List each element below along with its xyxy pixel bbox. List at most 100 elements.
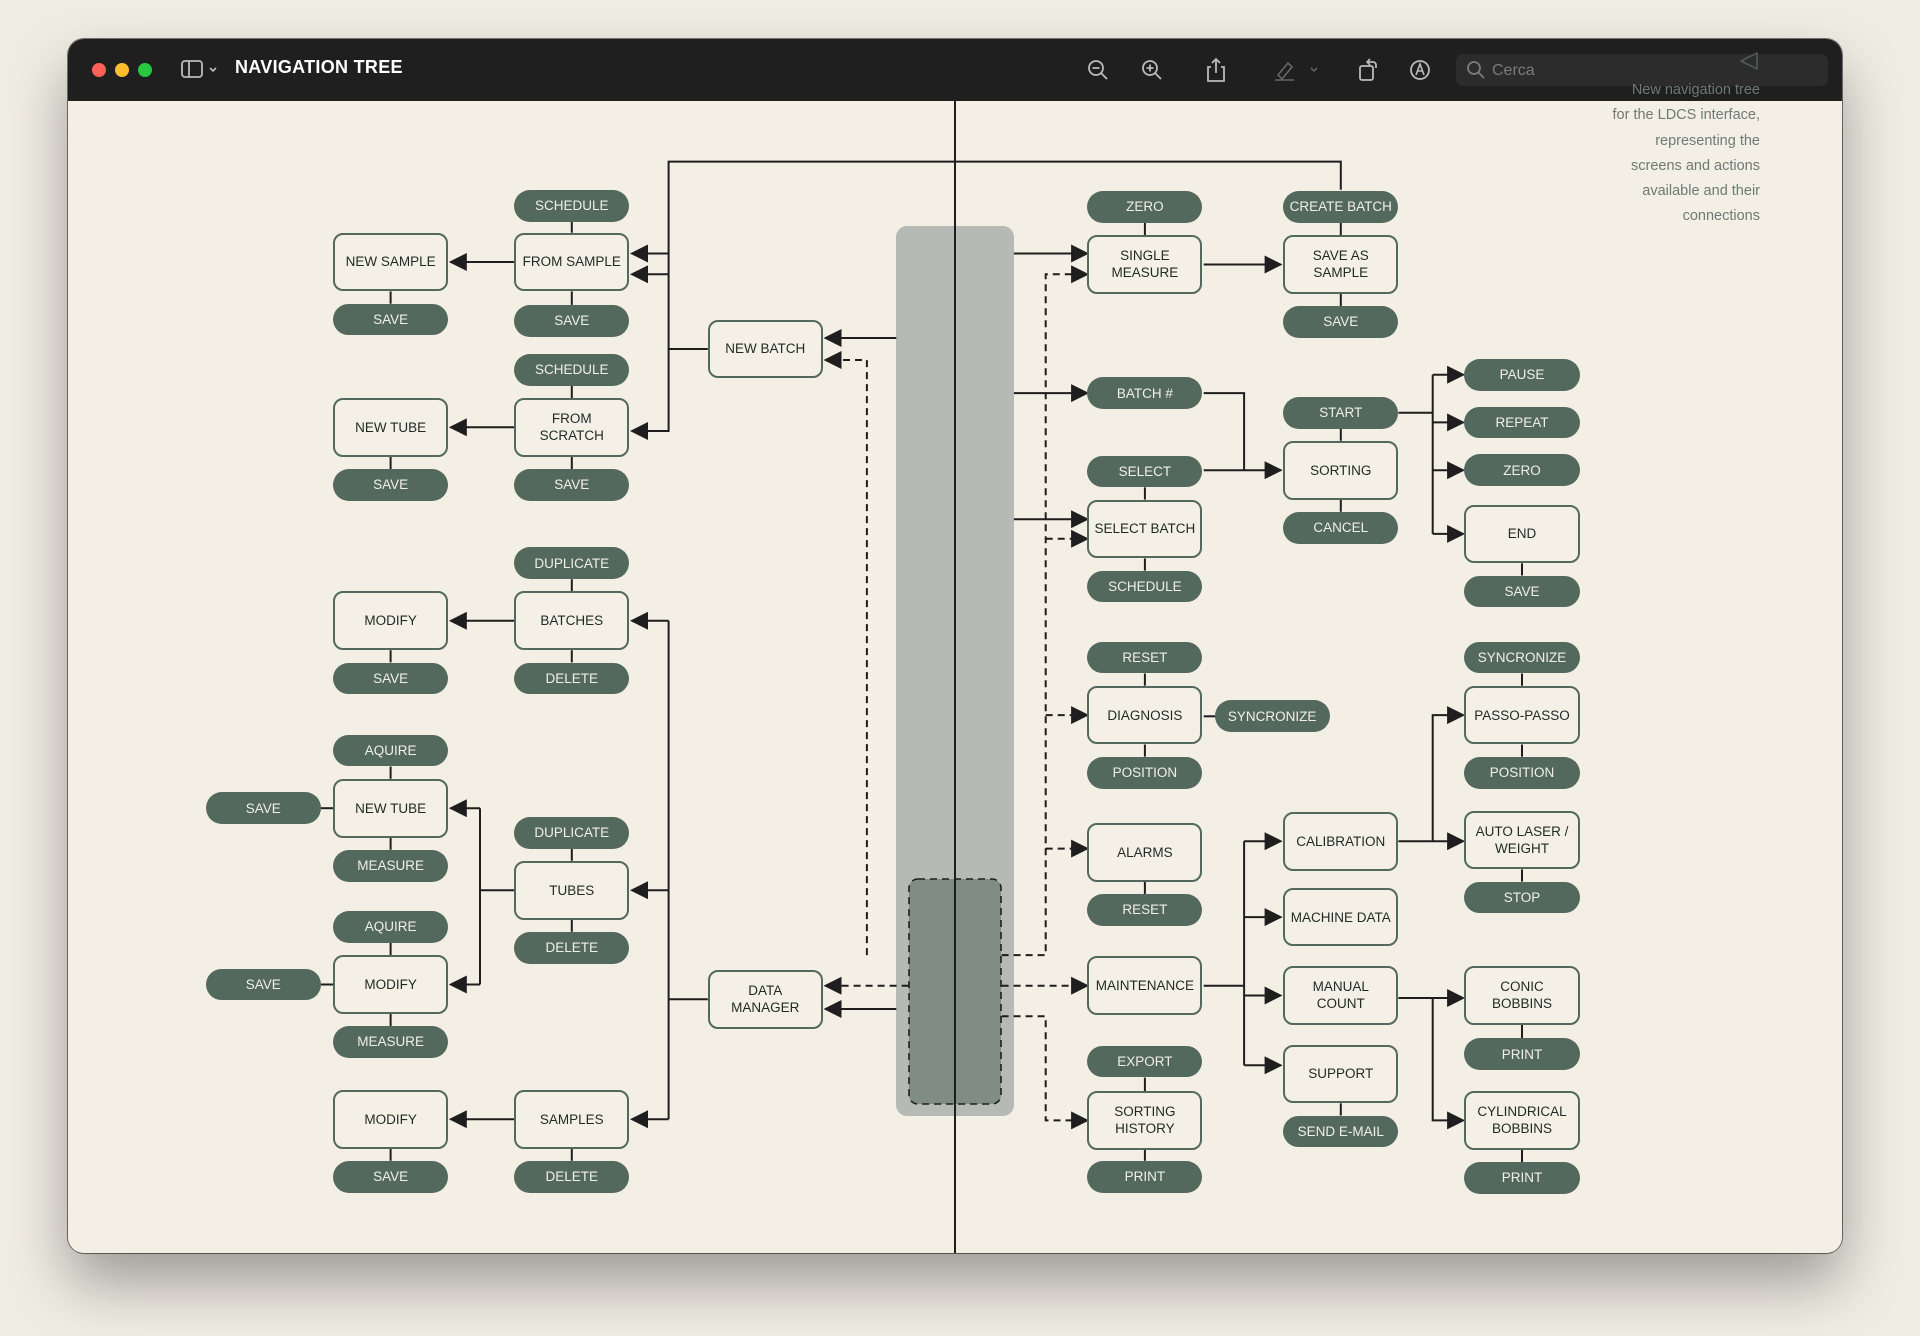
action-pill-send-email[interactable]: SEND E-MAIL xyxy=(1283,1115,1399,1148)
action-pill-delete-3[interactable]: DELETE xyxy=(514,1160,630,1193)
node-new-tube-2[interactable]: NEW TUBE xyxy=(333,778,449,838)
action-pill-delete-2[interactable]: DELETE xyxy=(514,931,630,964)
dashed-connector xyxy=(1001,1015,1090,1130)
action-pill-save-mod3[interactable]: SAVE xyxy=(333,1160,449,1193)
action-pill-delete-1[interactable]: DELETE xyxy=(514,662,630,695)
action-pill-print-1[interactable]: PRINT xyxy=(1087,1160,1203,1193)
app-window: NAVIGATION TREE xyxy=(68,39,1842,1253)
node-end[interactable]: END xyxy=(1464,504,1580,564)
node-machine-data[interactable]: MACHINE DATA xyxy=(1283,887,1399,947)
zoom-window-button[interactable] xyxy=(138,63,152,77)
action-pill-print-3[interactable]: PRINT xyxy=(1464,1162,1580,1194)
action-pill-measure-1[interactable]: MEASURE xyxy=(333,849,449,882)
action-pill-export[interactable]: EXPORT xyxy=(1087,1045,1203,1078)
action-pill-start[interactable]: START xyxy=(1283,396,1399,429)
action-pill-save-mod1[interactable]: SAVE xyxy=(333,662,449,695)
triangle-left-icon xyxy=(1740,52,1758,70)
zoom-in-button[interactable] xyxy=(1138,56,1166,84)
chevron-down-icon xyxy=(1310,67,1318,73)
node-auto-laser-weight[interactable]: AUTO LASER / WEIGHT xyxy=(1464,810,1580,870)
action-pill-aquire-2[interactable]: AQUIRE xyxy=(333,911,449,943)
action-pill-print-2[interactable]: PRINT xyxy=(1464,1038,1580,1071)
note-line: for the LDCS interface, xyxy=(1612,107,1761,124)
node-from-sample[interactable]: FROM SAMPLE xyxy=(514,232,630,292)
sidebar-toggle-button[interactable] xyxy=(180,56,224,84)
node-alarms[interactable]: ALARMS xyxy=(1087,822,1203,882)
sidebar-note: New navigation tree for the LDCS interfa… xyxy=(1560,78,1761,230)
action-pill-save-fscr[interactable]: SAVE xyxy=(514,469,630,501)
share-icon xyxy=(1207,57,1225,82)
node-modify-2[interactable]: MODIFY xyxy=(333,955,449,1014)
search-input[interactable] xyxy=(1490,54,1814,88)
node-manual-count[interactable]: MANUAL COUNT xyxy=(1283,966,1399,1025)
node-data-manager[interactable]: DATA MANAGER xyxy=(707,969,823,1029)
close-window-button[interactable] xyxy=(92,63,106,77)
node-sorting-history[interactable]: SORTING HISTORY xyxy=(1087,1091,1203,1150)
action-pill-schedule-2[interactable]: SCHEDULE xyxy=(514,353,630,386)
node-single-measure[interactable]: SINGLE MEASURE xyxy=(1087,235,1203,294)
note-line: connections xyxy=(1682,208,1760,225)
node-modify-3[interactable]: MODIFY xyxy=(333,1089,449,1149)
action-pill-schedule-1[interactable]: SCHEDULE xyxy=(514,189,630,222)
action-pill-measure-2[interactable]: MEASURE xyxy=(333,1026,449,1058)
action-pill-save-end[interactable]: SAVE xyxy=(1464,575,1580,608)
zoom-out-button[interactable] xyxy=(1084,56,1112,84)
node-select-batch[interactable]: SELECT BATCH xyxy=(1087,499,1203,559)
title-bar: NAVIGATION TREE xyxy=(68,39,1842,101)
action-pill-reset-2[interactable]: RESET xyxy=(1087,893,1203,926)
share-button[interactable] xyxy=(1202,56,1230,84)
markup-button[interactable] xyxy=(1406,56,1434,84)
action-pill-select[interactable]: SELECT xyxy=(1087,455,1203,488)
action-pill-schedule-3[interactable]: SCHEDULE xyxy=(1087,570,1203,603)
node-passo-passo[interactable]: PASSO-PASSO xyxy=(1464,685,1580,745)
action-pill-repeat[interactable]: REPEAT xyxy=(1464,406,1580,439)
action-pill-duplicate-2[interactable]: DUPLICATE xyxy=(514,816,630,849)
action-pill-save-sas[interactable]: SAVE xyxy=(1283,306,1399,338)
markup-icon xyxy=(1410,60,1430,80)
action-pill-create-batch[interactable]: CREATE BATCH xyxy=(1283,191,1399,223)
node-calibration[interactable]: CALIBRATION xyxy=(1283,811,1399,871)
action-pill-save-left-2[interactable]: SAVE xyxy=(205,968,321,1001)
action-pill-position-1[interactable]: POSITION xyxy=(1087,756,1203,789)
action-pill-batch-num[interactable]: BATCH # xyxy=(1087,377,1203,409)
action-pill-syncronize-2[interactable]: SYNCRONIZE xyxy=(1464,641,1580,674)
action-pill-aquire-1[interactable]: AQUIRE xyxy=(333,734,449,767)
collapse-note-button[interactable] xyxy=(1738,50,1760,77)
node-conic-bobbins[interactable]: CONIC BOBBINS xyxy=(1464,966,1580,1025)
node-cylindrical-bobbins[interactable]: CYLINDRICAL BOBBINS xyxy=(1464,1091,1580,1150)
action-pill-pause[interactable]: PAUSE xyxy=(1464,358,1580,391)
action-pill-save-fs[interactable]: SAVE xyxy=(514,304,630,337)
node-modify-1[interactable]: MODIFY xyxy=(333,591,449,651)
note-line: New navigation tree xyxy=(1631,82,1760,98)
node-support[interactable]: SUPPORT xyxy=(1283,1044,1399,1104)
rotate-button[interactable] xyxy=(1354,56,1382,84)
action-pill-zero-1[interactable]: ZERO xyxy=(1087,191,1203,223)
action-pill-zero-2[interactable]: ZERO xyxy=(1464,454,1580,487)
action-pill-reset-1[interactable]: RESET xyxy=(1087,641,1203,674)
connector-line xyxy=(1203,392,1246,471)
action-pill-save-nt1[interactable]: SAVE xyxy=(333,469,449,501)
node-maintenance[interactable]: MAINTENANCE xyxy=(1087,956,1203,1016)
node-from-scratch[interactable]: FROM SCRATCH xyxy=(514,397,630,457)
node-samples[interactable]: SAMPLES xyxy=(514,1089,630,1149)
node-new-batch[interactable]: NEW BATCH xyxy=(707,319,823,379)
node-new-sample[interactable]: NEW SAMPLE xyxy=(333,232,449,292)
action-pill-syncronize-1[interactable]: SYNCRONIZE xyxy=(1214,700,1330,733)
node-diagnosis[interactable]: DIAGNOSIS xyxy=(1087,685,1203,745)
action-pill-stop[interactable]: STOP xyxy=(1464,881,1580,914)
action-pill-save-ns[interactable]: SAVE xyxy=(333,303,449,336)
search-field[interactable] xyxy=(1456,54,1828,88)
node-tubes[interactable]: TUBES xyxy=(514,860,630,920)
node-new-tube-1[interactable]: NEW TUBE xyxy=(333,397,449,457)
action-pill-save-left-1[interactable]: SAVE xyxy=(205,792,321,825)
minimize-window-button[interactable] xyxy=(115,63,129,77)
node-save-as-sample[interactable]: SAVE AS SAMPLE xyxy=(1283,235,1399,294)
action-pill-duplicate-1[interactable]: DUPLICATE xyxy=(514,547,630,580)
note-line: representing the xyxy=(1655,132,1760,149)
node-sorting[interactable]: SORTING xyxy=(1283,440,1399,500)
dashed-connector xyxy=(823,351,868,956)
action-pill-position-2[interactable]: POSITION xyxy=(1464,756,1580,789)
node-batches[interactable]: BATCHES xyxy=(514,591,630,651)
highlight-button[interactable] xyxy=(1272,56,1322,84)
action-pill-cancel[interactable]: CANCEL xyxy=(1283,511,1399,544)
